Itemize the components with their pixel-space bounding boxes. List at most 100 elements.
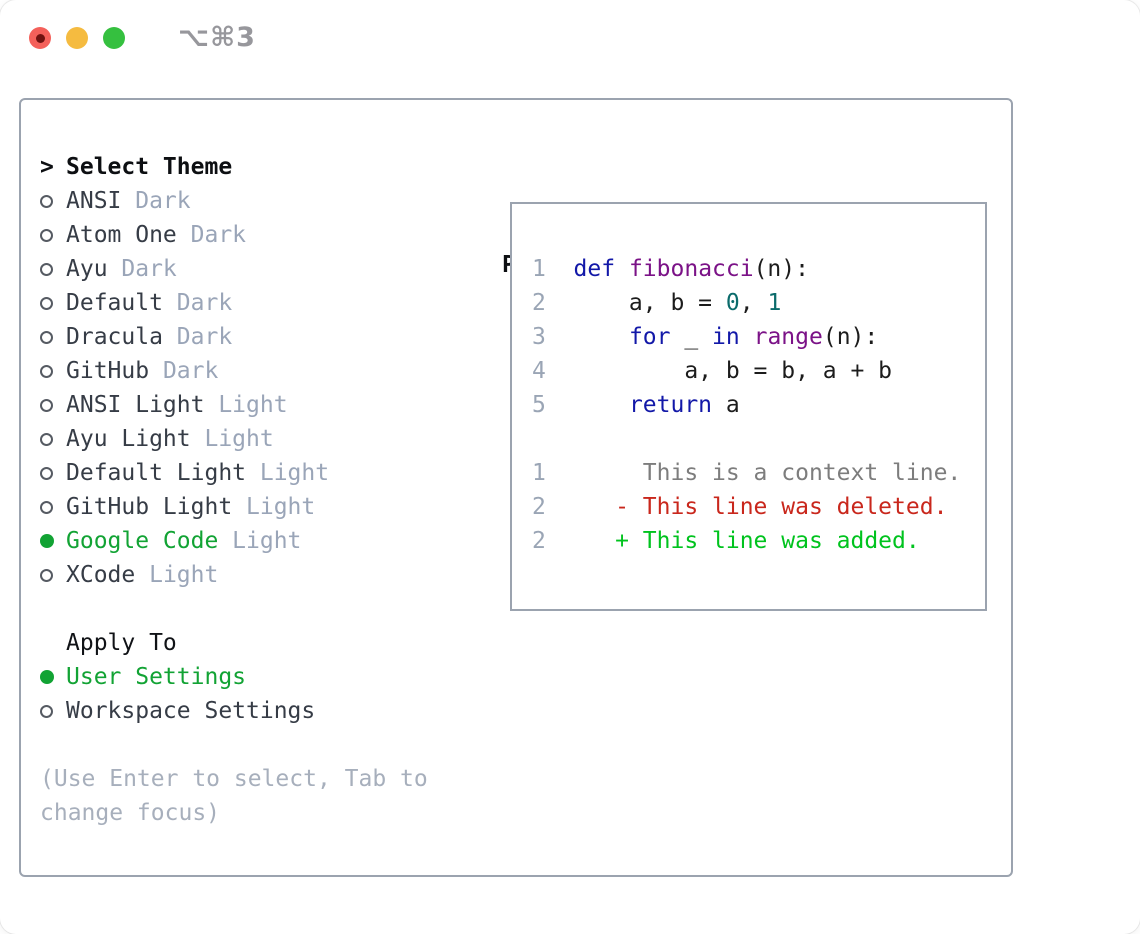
code-line: 1 This is a context line. xyxy=(532,456,985,490)
code-token-pl xyxy=(740,324,754,350)
theme-name: GitHub Light xyxy=(66,494,233,520)
minimize-button[interactable] xyxy=(66,27,88,49)
theme-name: ANSI Light xyxy=(66,392,205,418)
apply-to-title: Apply To xyxy=(40,626,428,660)
code-token-fn: range xyxy=(753,324,823,350)
apply-option[interactable]: User Settings xyxy=(40,660,428,694)
apply-options: User Settings Workspace Settings xyxy=(40,660,428,728)
close-button[interactable] xyxy=(29,27,51,49)
code-token-kw: in xyxy=(712,324,740,350)
zoom-button[interactable] xyxy=(103,27,125,49)
radio-icon xyxy=(40,262,53,276)
radio-icon xyxy=(40,296,53,310)
code-line xyxy=(532,422,985,456)
theme-name: GitHub xyxy=(66,358,150,384)
code-token-pl: a, b = b, a + b xyxy=(573,358,893,384)
radio-icon xyxy=(40,534,66,548)
code-token-fn: fibonacci xyxy=(628,256,754,282)
radio-icon xyxy=(40,194,66,208)
theme-item[interactable]: ANSI Light Light xyxy=(40,388,428,422)
code-token-ctx: This is a context line. xyxy=(573,460,962,486)
line-number: 2 xyxy=(532,290,574,316)
theme-item[interactable]: Ayu Light Light xyxy=(40,422,428,456)
radio-icon xyxy=(40,398,66,412)
preview-box: 1 def fibonacci(n): 2 a, b = 0, 1 3 for … xyxy=(510,202,987,611)
code-token-del: - This line was deleted. xyxy=(573,494,948,520)
code-line: 3 for _ in range(n): xyxy=(532,320,985,354)
help-line-text: change focus) xyxy=(40,800,221,826)
code-tokens: a, b = 0, 1 xyxy=(574,290,781,316)
theme-variant-tag: Dark xyxy=(176,290,233,316)
theme-item[interactable]: GitHub Dark xyxy=(40,354,428,388)
line-number: 3 xyxy=(532,324,574,350)
theme-item[interactable]: Ayu Dark xyxy=(40,252,428,286)
radio-icon xyxy=(40,296,66,310)
theme-picker-panel: > Select Theme ANSI Dark Atom One Dark A… xyxy=(19,98,1013,877)
radio-icon xyxy=(40,466,66,480)
code-tokens: return a xyxy=(574,392,740,418)
radio-icon xyxy=(40,500,53,514)
radio-icon xyxy=(40,228,53,242)
theme-item[interactable]: XCode Light xyxy=(40,558,428,592)
theme-item[interactable]: ANSI Dark xyxy=(40,184,428,218)
theme-item[interactable]: Google Code Light xyxy=(40,524,428,558)
code-tokens: def fibonacci(n): xyxy=(574,256,809,282)
radio-icon xyxy=(40,432,53,446)
radio-icon xyxy=(40,364,53,378)
line-number: 1 xyxy=(532,256,574,282)
radio-icon xyxy=(40,194,53,208)
theme-name: Ayu Light xyxy=(66,426,191,452)
line-number: 5 xyxy=(532,392,574,418)
theme-variant-tag: Light xyxy=(149,562,219,588)
theme-name: Default Light xyxy=(66,460,247,486)
theme-item[interactable]: Default Light Light xyxy=(40,456,428,490)
apply-option-label: Workspace Settings xyxy=(66,698,316,724)
code-token-pl xyxy=(574,324,629,350)
theme-item[interactable]: GitHub Light Light xyxy=(40,490,428,524)
selected-radio-icon xyxy=(40,670,54,684)
theme-item[interactable]: Default Dark xyxy=(40,286,428,320)
code-token-pl: a xyxy=(712,392,740,418)
code-lines: 1 def fibonacci(n): 2 a, b = 0, 1 3 for … xyxy=(532,252,985,558)
radio-icon xyxy=(40,398,53,412)
theme-name: Ayu xyxy=(66,256,108,282)
code-tokens: - This line was deleted. xyxy=(573,494,948,520)
theme-variant-tag: Dark xyxy=(121,256,177,282)
theme-variant-tag: Light xyxy=(204,426,274,452)
code-token-pl xyxy=(574,392,629,418)
code-token-pl: , xyxy=(739,290,768,316)
apply-option-label: User Settings xyxy=(66,664,247,690)
select-theme-title: > Select Theme xyxy=(40,150,428,184)
theme-variant-tag: Dark xyxy=(135,188,191,214)
theme-item[interactable]: Atom One Dark xyxy=(40,218,428,252)
code-line: 2 a, b = 0, 1 xyxy=(532,286,985,320)
radio-icon xyxy=(40,330,53,344)
theme-item[interactable]: Dracula Dark xyxy=(40,320,428,354)
code-tokens: a, b = b, a + b xyxy=(573,358,893,384)
code-token-pl xyxy=(615,256,629,282)
code-token-add: + This line was added. xyxy=(573,528,920,554)
theme-name: Default xyxy=(66,290,163,316)
theme-variant-tag: Dark xyxy=(190,222,247,248)
radio-icon xyxy=(40,466,53,480)
code-token-kw: return xyxy=(628,392,713,418)
help-line: change focus) xyxy=(40,796,428,830)
titlebar: ⌥⌘3 xyxy=(29,22,256,53)
theme-name: Google Code xyxy=(66,528,219,554)
code-line: 4 a, b = b, a + b xyxy=(532,354,985,388)
help-line-text: (Use Enter to select, Tab to xyxy=(40,766,428,792)
apply-option[interactable]: Workspace Settings xyxy=(40,694,428,728)
code-tokens: This is a context line. xyxy=(574,460,962,486)
radio-icon xyxy=(40,364,66,378)
window-shortcut-label: ⌥⌘3 xyxy=(178,22,256,53)
code-token-lit: 0 xyxy=(725,290,740,316)
code-line: 1 def fibonacci(n): xyxy=(532,252,985,286)
theme-name: Dracula xyxy=(66,324,163,350)
code-line: 2 + This line was added. xyxy=(532,524,985,558)
theme-variant-tag: Light xyxy=(259,460,330,486)
radio-icon xyxy=(40,704,53,718)
help-line: (Use Enter to select, Tab to xyxy=(40,762,428,796)
theme-list: > Select Theme ANSI Dark Atom One Dark A… xyxy=(40,150,428,830)
radio-icon xyxy=(40,500,66,514)
